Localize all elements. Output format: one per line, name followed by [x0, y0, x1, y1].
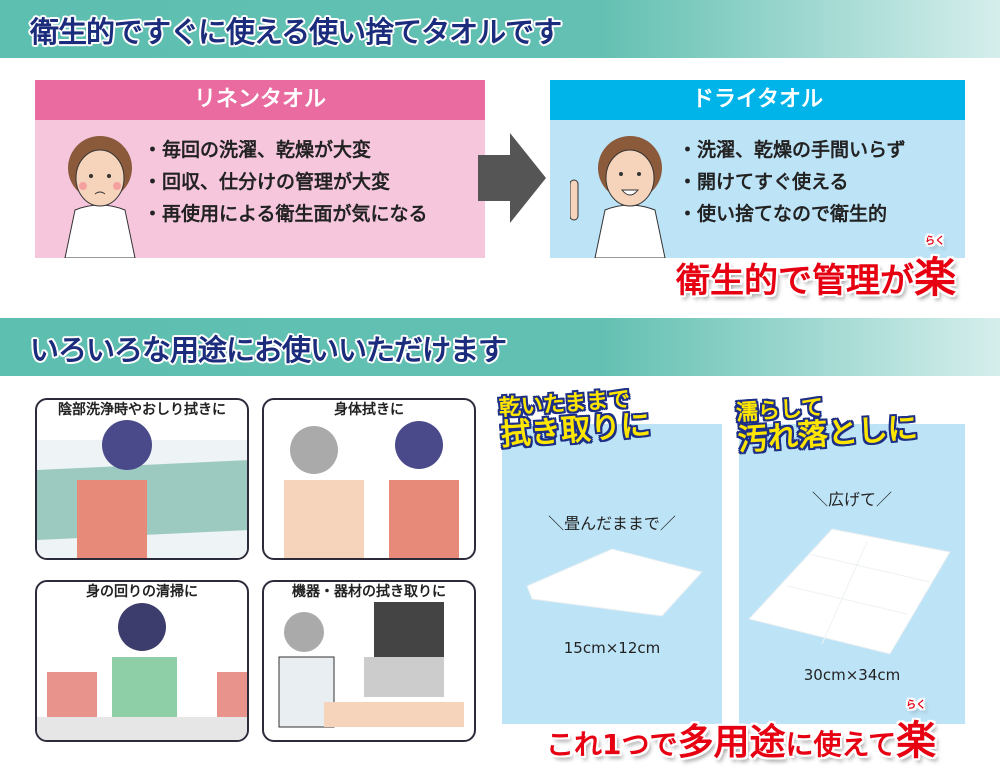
section-header-hygienic: 衛生的ですぐに使える使い捨てタオルです [0, 0, 1000, 58]
use-label: 機器・器材の拭き取りに [292, 584, 446, 600]
linen-towel-title: リネンタオル [35, 80, 485, 120]
unfolded-towel-image [748, 528, 951, 655]
linen-point: 毎回の洗濯、乾燥が大変 [143, 134, 427, 166]
arrow-right-icon [478, 133, 546, 223]
linen-point: 回収、仕分けの管理が大変 [143, 166, 427, 198]
section-title: いろいろな用途にお使いいただけます [30, 333, 507, 367]
linen-point: 再使用による衛生面が気になる [143, 198, 427, 230]
section-header-uses: いろいろな用途にお使いいただけます [0, 318, 1000, 376]
slogan-text: 衛生的で管理が [676, 261, 914, 301]
furigana: らく [925, 236, 945, 247]
equipment-illustration [278, 602, 464, 728]
worried-nurse-illustration [64, 136, 136, 258]
raku-char: 楽 [896, 718, 937, 764]
dry-point: 開けてすぐ使える [678, 166, 906, 198]
use-panel-perineal: 陰部洗浄時やおしり拭きに [35, 398, 249, 560]
smiling-nurse-illustration [570, 136, 666, 258]
slogan-hygienic-easy: 衛生的で管理が らく楽 [676, 236, 957, 305]
slogan-text: に使えて [785, 728, 897, 761]
care-illustration [37, 420, 247, 558]
use-panel-cleaning: 身の回りの清掃に [35, 580, 249, 742]
product-caption: ＼広げて／ [811, 490, 892, 509]
dry-point: 洗濯、乾燥の手間いらず [678, 134, 906, 166]
product-panel-folded: ＼畳んだままで／ 15cm×12cm [502, 424, 722, 724]
cleaning-illustration [37, 603, 247, 740]
slogan-text: 多用途 [677, 722, 786, 763]
product-size: 15cm×12cm [563, 639, 661, 657]
use-label: 身体拭きに [334, 402, 404, 418]
folded-towel-image [526, 548, 703, 617]
product-caption: ＼畳んだままで／ [548, 514, 676, 533]
use-label: 身の回りの清掃に [86, 584, 198, 600]
product-panel-unfolded: ＼広げて／ 30cm×34cm [739, 424, 965, 724]
section-title: 衛生的ですぐに使える使い捨てタオルです [30, 15, 562, 49]
dry-point: 使い捨てなので衛生的 [678, 198, 906, 230]
linen-towel-box: リネンタオル 毎回の洗濯、乾燥が大変 回収、仕分けの管理が大変 再使用による衛生… [35, 80, 485, 258]
furigana: らく [906, 700, 927, 711]
slogan-multipurpose: これ1つで多用途に使えて らく楽 [546, 700, 937, 766]
dry-towel-box: ドライタオル 洗濯、乾燥の手間いらず 開けてすぐ使える 使い捨てなので衛生的 [550, 80, 965, 258]
product-heading-wet: 濡らして汚れ落としに [735, 390, 919, 458]
use-label: 陰部洗浄時やおしり拭きに [58, 402, 226, 418]
dry-towel-title: ドライタオル [550, 80, 965, 120]
raku-char: 楽 [914, 253, 957, 302]
product-heading-dry: 乾いたままで拭き取りに [498, 387, 652, 453]
use-panel-body: 身体拭きに [262, 398, 476, 560]
use-panel-equipment: 機器・器材の拭き取りに [262, 580, 476, 742]
product-size: 30cm×34cm [803, 666, 901, 684]
slogan-text: これ1つで [546, 728, 678, 761]
body-wipe-illustration [284, 421, 459, 558]
